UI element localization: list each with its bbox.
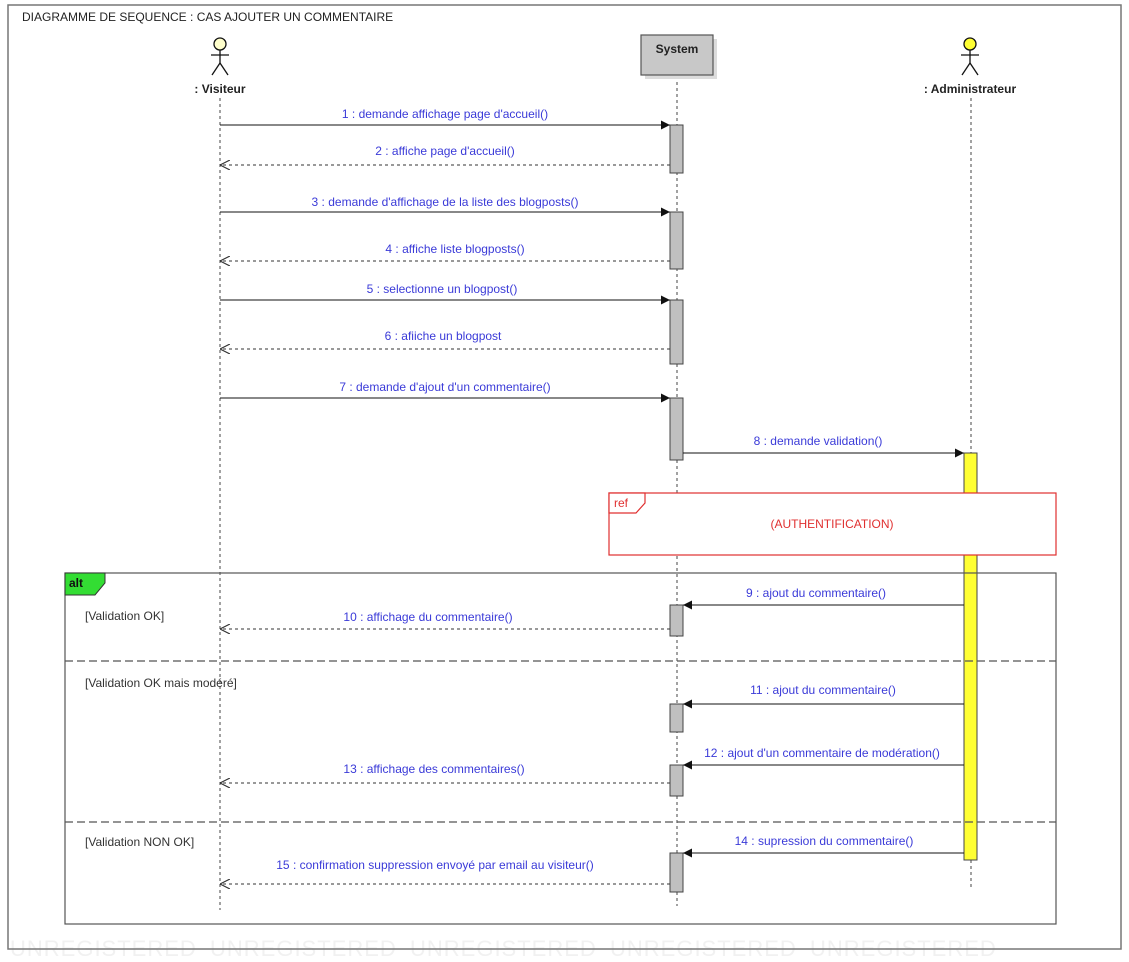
message-label-15: 15 : confirmation suppression envoyé par… <box>276 858 594 872</box>
message-label-3: 3 : demande d'affichage de la liste des … <box>311 195 579 209</box>
diagram-title: DIAGRAMME DE SEQUENCE : CAS AJOUTER UN C… <box>22 10 394 24</box>
diagram-frame <box>7 4 1122 950</box>
message-label-10: 10 : affichage du commentaire() <box>343 610 513 624</box>
alt-fragment-tag <box>64 572 106 596</box>
message-label-1: 1 : demande affichage page d'accueil() <box>341 107 549 121</box>
activation-system <box>669 703 684 733</box>
message-label-5: 5 : selectionne un blogpost() <box>366 282 518 296</box>
activation-system <box>669 211 684 270</box>
actor-visiteur-icon <box>211 37 229 76</box>
activation-system <box>669 397 684 461</box>
message-label-2: 2 : affiche page d'accueil() <box>375 144 515 158</box>
message-label-12: 12 : ajout d'un commentaire de modératio… <box>704 746 940 760</box>
participant-label-administrateur: : Administrateur <box>923 82 1017 96</box>
message-label-13: 13 : affichage des commentaires() <box>343 762 525 776</box>
activation-system <box>669 124 684 174</box>
participant-label-visiteur: : Visiteur <box>194 82 246 96</box>
alt-fragment-tag-label: alt <box>69 576 84 590</box>
message-label-8: 8 : demande validation() <box>753 434 883 448</box>
ref-fragment-tag <box>608 492 646 514</box>
alt-fragment <box>64 572 1057 925</box>
alt-guard-3: [Validation NON OK] <box>85 835 195 849</box>
alt-guard-1: [Validation OK] <box>85 609 165 623</box>
ref-fragment-tag-label: ref <box>614 496 629 510</box>
message-label-6: 6 : afiiche un blogpost <box>384 329 502 343</box>
ref-fragment <box>608 492 1057 556</box>
activation-system <box>669 604 684 637</box>
message-label-14: 14 : supression du commentaire() <box>734 834 914 848</box>
activation-system <box>669 764 684 797</box>
actor-administrateur-icon <box>961 37 979 76</box>
message-label-11: 11 : ajout du commentaire() <box>750 683 896 697</box>
activation-system <box>669 852 684 893</box>
activation-system <box>669 299 684 365</box>
message-label-7: 7 : demande d'ajout d'un commentaire() <box>339 380 551 394</box>
message-label-9: 9 : ajout du commentaire() <box>745 586 887 600</box>
ref-fragment-text: (AUTHENTIFICATION) <box>770 517 894 531</box>
participant-label-system: System <box>655 42 699 56</box>
alt-guard-2: [Validation OK mais modéré] <box>85 676 237 690</box>
system-box <box>640 34 714 76</box>
message-label-4: 4 : affiche liste blogposts() <box>385 242 525 256</box>
